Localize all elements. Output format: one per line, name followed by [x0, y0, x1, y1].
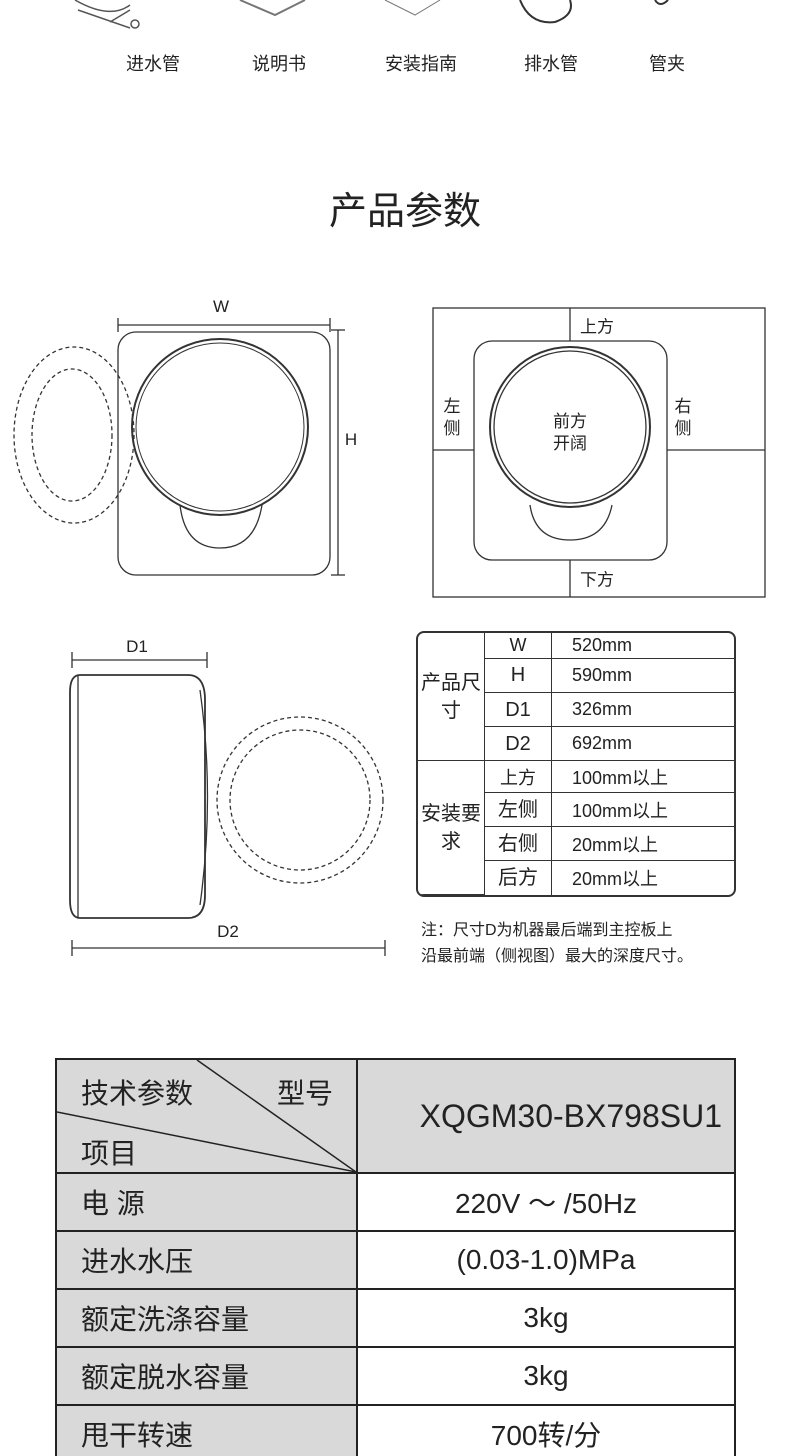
inlet-hose-icon	[74, 0, 140, 29]
clearance-right-label: 右侧	[674, 397, 692, 438]
manual-icon	[239, 0, 306, 17]
d1-label: D1	[126, 637, 148, 656]
spec-key: D2	[484, 726, 552, 762]
header-item: 项目	[81, 1138, 138, 1169]
accessory-label: 说明书	[252, 54, 306, 74]
d2-label: D2	[217, 922, 239, 941]
width-label: W	[212, 297, 230, 316]
front-view-drawing	[13, 318, 345, 576]
row-label: 进水水压	[55, 1230, 358, 1290]
accessory-label: 进水管	[126, 54, 180, 74]
spec-key: 后方	[484, 860, 552, 895]
side-view-drawing	[69, 652, 386, 956]
clearance-front-label: 前方开阔	[553, 412, 587, 453]
model-value: XQGM30-BX798SU1	[356, 1058, 736, 1174]
row-value: 220V ～ /50Hz	[356, 1172, 736, 1232]
spec-key: H	[484, 657, 552, 693]
clearance-bottom-label: 下方	[580, 570, 614, 590]
height-label: H	[344, 430, 358, 449]
diagrams	[13, 0, 766, 956]
spec-value: 326mm	[551, 691, 734, 728]
hose-clamp-icon	[654, 0, 669, 5]
spec-value: 20mm以上	[551, 860, 734, 895]
spec-key: W	[484, 633, 552, 659]
note-line: 沿最前端（侧视图）最大的深度尺寸。	[421, 948, 694, 965]
row-label: 甩干转速	[55, 1404, 358, 1456]
diagonal-header-cell: 技术参数 型号 项目	[55, 1058, 358, 1174]
group-label: 产品尺寸	[418, 633, 485, 762]
spec-key: 右侧	[484, 826, 552, 862]
spec-key: 上方	[484, 760, 552, 794]
row-value: 700转/分	[356, 1404, 736, 1456]
row-label: 电 源	[55, 1172, 358, 1232]
table-row: 进水水压(0.03-1.0)MPa	[55, 1230, 736, 1290]
spec-value: 520mm	[551, 633, 734, 659]
accessory-label: 安装指南	[385, 54, 457, 74]
spec-value: 20mm以上	[551, 826, 734, 862]
spec-key: D1	[484, 691, 552, 728]
row-value: (0.03-1.0)MPa	[356, 1230, 736, 1290]
header-model: 型号	[277, 1078, 334, 1109]
note-line: 注：尺寸D为机器最后端到主控板上	[421, 922, 673, 939]
spec-key: 左侧	[484, 792, 552, 828]
diagonal-lines	[57, 1060, 356, 1172]
group-label: 安装要求	[418, 760, 485, 895]
clearance-left-label: 左侧	[443, 397, 461, 438]
drain-hose-icon	[519, 0, 572, 24]
accessory-label: 管夹	[649, 54, 685, 74]
spec-value: 100mm以上	[551, 792, 734, 828]
clearance-top-label: 上方	[580, 317, 614, 337]
header-params: 技术参数	[81, 1078, 194, 1109]
section-title: 产品参数	[328, 191, 481, 233]
row-label: 额定脱水容量	[55, 1346, 358, 1406]
install-guide-icon	[384, 0, 441, 16]
row-value: 3kg	[356, 1346, 736, 1406]
spec-value: 100mm以上	[551, 760, 734, 794]
row-value: 3kg	[356, 1288, 736, 1348]
clearance-diagram	[432, 307, 766, 598]
accessory-label: 排水管	[524, 54, 578, 74]
table-header-row: 技术参数 型号 项目 XQGM30-BX798SU1	[55, 1058, 736, 1174]
spec-value: 692mm	[551, 726, 734, 762]
row-label: 额定洗涤容量	[55, 1288, 358, 1348]
spec-value: 590mm	[551, 657, 734, 693]
